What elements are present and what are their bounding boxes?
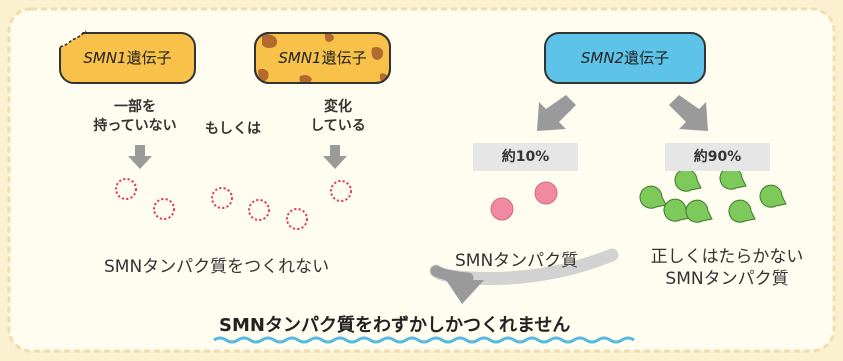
giraffe-spot-3 [371,47,384,60]
gene-suffix: 遺伝子 [624,49,670,67]
green-pacman-icon [759,184,787,208]
smn2-gene-label: SMN2遺伝子 [545,47,705,68]
green-pacmen [639,166,787,223]
green-pacman-icon [639,185,667,209]
pink-dot-icon [490,197,514,221]
pink-dot-icon [534,181,558,205]
green-pacman-icon [685,199,713,223]
defective-line1: 正しくはたらかない [650,247,804,267]
changed-line1: 変化 [324,99,352,115]
gene-suffix: 遺伝子 [321,49,367,67]
dotted-circle-icon [115,178,137,200]
percent-normal-badge: 約10% [473,143,578,171]
giraffe-spot-2 [324,33,334,42]
smn2-gene-box [544,32,706,84]
green-pacman-icon [719,166,747,190]
giraffe-spot-4 [258,68,269,82]
green-pacman-icon [663,198,691,222]
dotted-circles [115,178,352,230]
curved-arrow-icon [429,248,619,304]
defective-protein-label: 正しくはたらかない SMNタンパク質 [632,246,822,290]
conclusion-text: SMNタンパク質をわずかしかつくれません [219,315,571,336]
partial-missing-line2: 持っていない [93,118,177,134]
dotted-circle-icon [248,199,270,221]
gene-name: SMN1 [83,49,127,67]
dotted-circle-icon [286,208,308,230]
defective-line2: SMNタンパク質 [665,269,789,289]
diagonal-arrow-icon [537,95,576,131]
down-arrow-icon [323,145,347,169]
gene-suffix: 遺伝子 [126,49,172,67]
green-pacman-icon [674,168,702,192]
percent-defective-badge: 約90% [665,143,770,171]
normal-protein-label: SMNタンパク質 [455,251,579,271]
smn1-mutated-gene-box [254,32,391,84]
diagonal-arrow-icon [669,95,708,131]
partial-missing-line1: 一部を [114,99,156,115]
or-label: もしくは [205,121,261,137]
wavy-underline [213,336,635,344]
smn1-missing-gene-label: SMN1遺伝子 [60,47,195,68]
green-pacman-icon [728,199,756,223]
smn1-mutated-gene-label: SMN1遺伝子 [255,47,390,68]
changed-label: 変化 している [288,98,388,136]
changed-line2: している [310,118,366,134]
cannot-make-protein-label: SMNタンパク質をつくれない [104,257,330,277]
gene-name: SMN1 [278,49,322,67]
dotted-circle-icon [153,198,175,220]
gene-name: SMN2 [580,49,625,67]
smn1-missing-gene-box [58,30,196,84]
partial-missing-label: 一部を 持っていない [75,98,195,136]
giraffe-spot-1 [262,34,278,49]
content-card [7,7,836,353]
dotted-circle-icon [330,180,352,202]
pink-dots [490,181,558,221]
giraffe-spot-5 [299,75,312,83]
down-arrow-icon [128,145,152,169]
dotted-circle-icon [211,187,233,209]
